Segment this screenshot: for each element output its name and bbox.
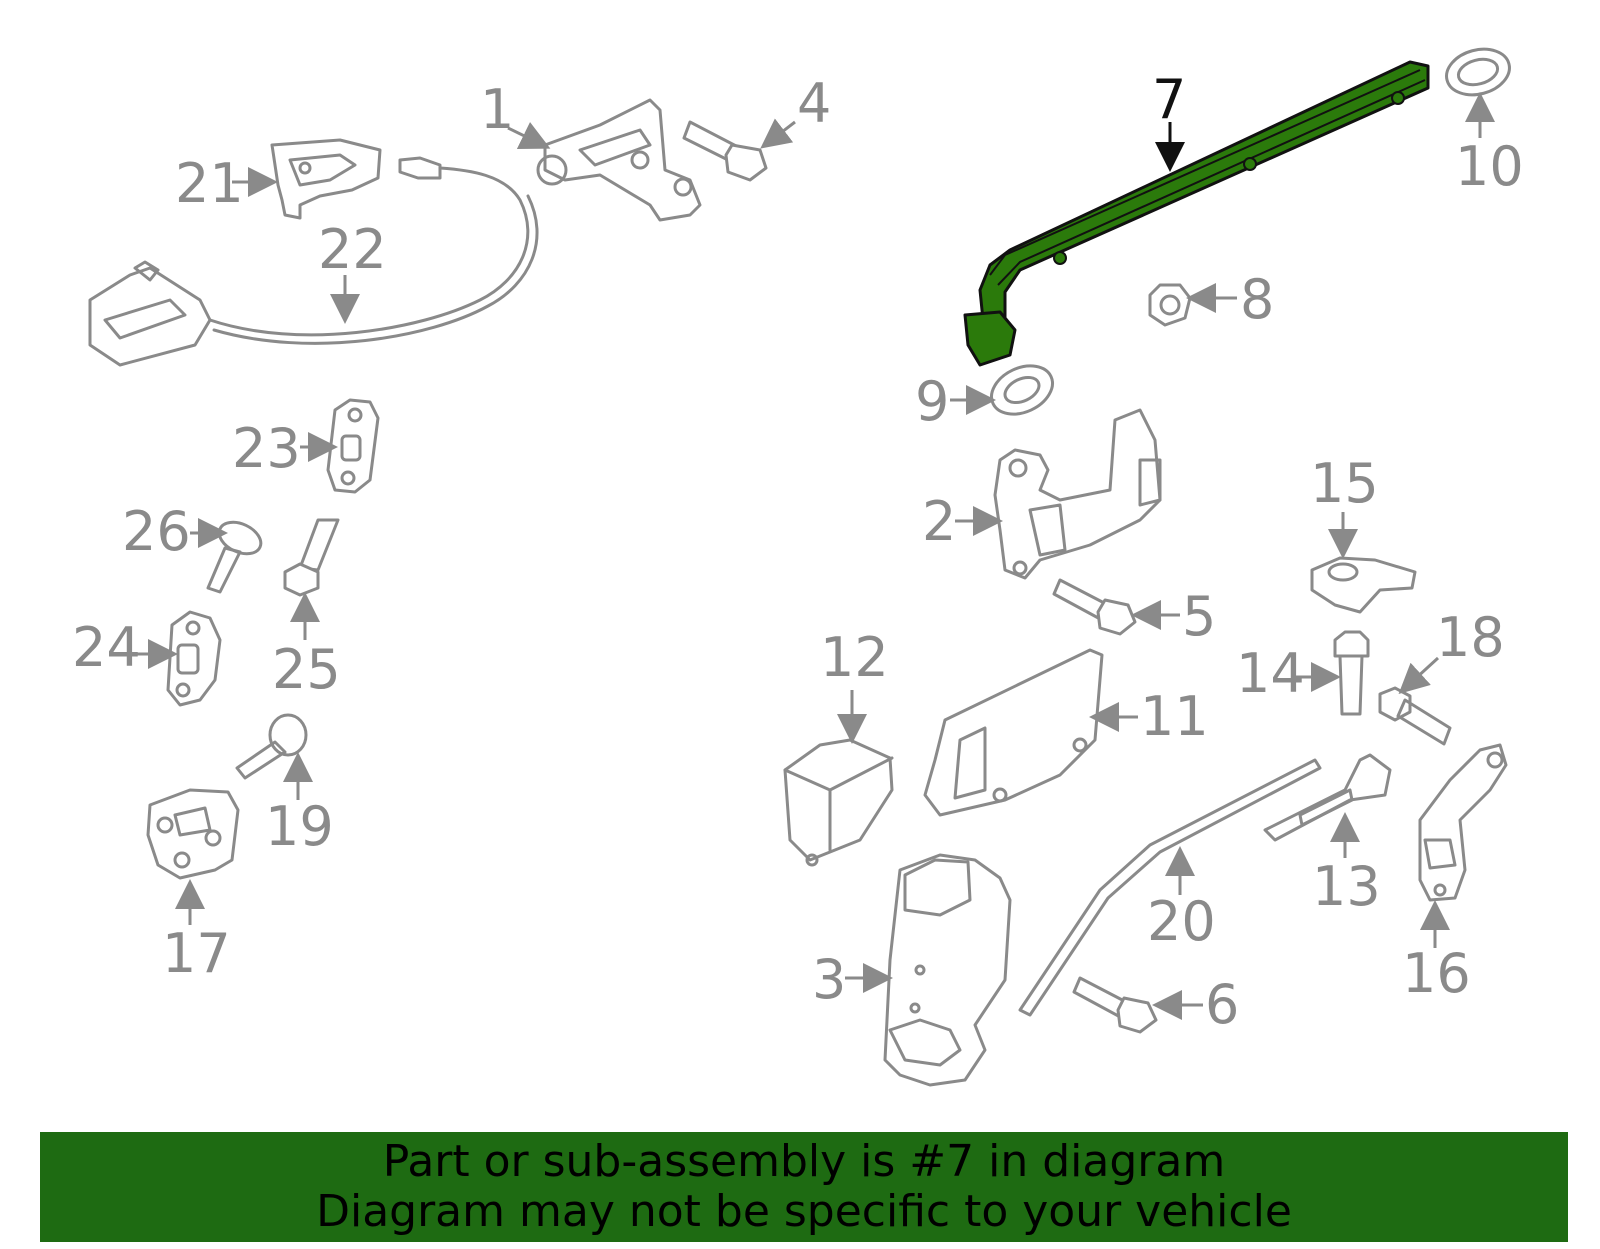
part-1-hinge	[536, 98, 702, 222]
callout-16: 16	[1402, 942, 1471, 1005]
callout-2: 2	[922, 490, 956, 553]
part-19-screw	[235, 713, 308, 780]
callout-13: 13	[1312, 855, 1381, 918]
callout-lines	[137, 92, 1495, 1020]
part-11-panel	[923, 648, 1104, 817]
part-4-bolt	[682, 120, 768, 182]
part-10-grommet	[1445, 47, 1511, 97]
part-25-bolt	[283, 518, 340, 597]
callout-11: 11	[1140, 685, 1209, 748]
callout-7: 7	[1152, 68, 1186, 131]
parts-diagram: 1 4 21 22 7 10 8 9 2 5 15 14 18 12 11 20…	[72, 47, 1524, 1087]
part-13-bracket	[1263, 753, 1392, 842]
part-12-module	[783, 738, 894, 867]
info-banner: Part or sub-assembly is #7 in diagram Di…	[40, 1132, 1568, 1242]
part-9-grommet	[990, 364, 1054, 416]
part-5-bolt	[1052, 578, 1137, 636]
part-23-plate	[326, 398, 380, 494]
callout-9: 9	[915, 370, 949, 433]
part-16-bracket	[1418, 743, 1508, 902]
callout-22: 22	[318, 218, 387, 281]
callout-12: 12	[820, 626, 889, 689]
callout-6: 6	[1205, 973, 1239, 1036]
callout-17: 17	[162, 922, 231, 985]
callout-25: 25	[272, 638, 341, 701]
callout-21: 21	[175, 152, 244, 215]
callout-18: 18	[1436, 606, 1505, 669]
callout-labels: 1 4 21 22 7 10 8 9 2 5 15 14 18 12 11 20…	[72, 68, 1524, 1036]
part-22-cable	[88, 156, 539, 367]
callout-26: 26	[122, 500, 191, 563]
part-21-bracket	[270, 138, 382, 220]
callout-8: 8	[1240, 268, 1274, 331]
callout-4: 4	[797, 72, 831, 135]
callout-3: 3	[812, 948, 846, 1011]
part-3-latch	[883, 853, 1012, 1087]
callout-24: 24	[72, 616, 141, 679]
part-26-screw	[206, 520, 263, 594]
part-8-nut	[1148, 283, 1192, 327]
part-17-striker	[146, 788, 240, 880]
callout-10: 10	[1455, 135, 1524, 198]
part-2-hinge	[993, 408, 1162, 580]
part-6-bolt	[1072, 976, 1158, 1034]
part-15-clip	[1310, 556, 1417, 614]
callout-19: 19	[265, 795, 334, 858]
part-20-rod	[1018, 758, 1322, 1017]
part-24-plate	[166, 610, 222, 707]
callout-1: 1	[480, 78, 514, 141]
banner-line-2: Diagram may not be specific to your vehi…	[316, 1186, 1292, 1237]
callout-20: 20	[1147, 890, 1216, 953]
callout-14: 14	[1236, 642, 1305, 705]
callout-23: 23	[232, 417, 301, 480]
banner-line-1: Part or sub-assembly is #7 in diagram	[382, 1136, 1226, 1187]
part-14-bolt	[1333, 630, 1370, 716]
part-7-rail-highlighted	[963, 60, 1430, 367]
part-18-bolt	[1378, 686, 1452, 746]
callout-15: 15	[1310, 452, 1379, 515]
callout-5: 5	[1182, 585, 1216, 648]
